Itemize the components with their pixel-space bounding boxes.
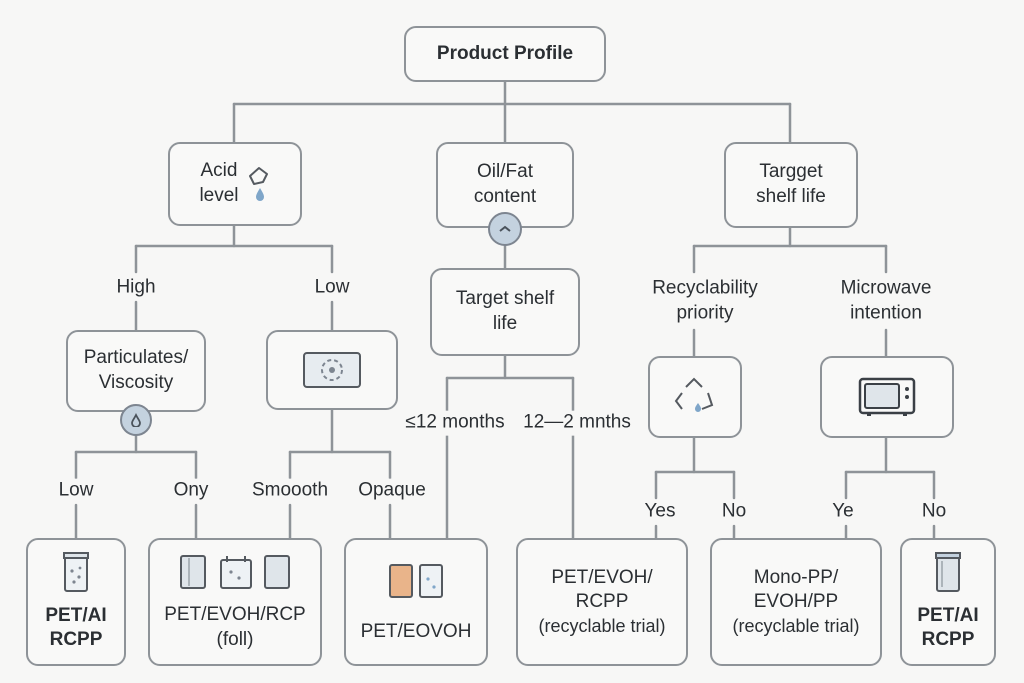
node-microwave-icon-box	[820, 356, 954, 438]
leaf-mono-pp-evoh-pp: Mono-PP/ EVOH/PP (recyclable trial)	[710, 538, 882, 666]
node-label-line1: Oil/Fat	[477, 161, 533, 183]
leaf-pet-eovoh: PET/EOVOH	[344, 538, 488, 666]
pouch-icon	[389, 564, 443, 599]
leaf-line1: PET/EVOH/RCP	[164, 604, 306, 626]
edge-label-no2: No	[921, 499, 947, 525]
leaf-line2: RCPP	[575, 591, 629, 613]
recycle-icon	[674, 377, 714, 412]
jar-icon	[63, 551, 89, 592]
edge-label-smooth: Smoooth	[251, 478, 329, 504]
label-line1: Recyclability	[652, 277, 758, 299]
label-line1: Microwave	[840, 277, 932, 299]
label-line2: priority	[676, 302, 734, 323]
edge-label-microwave: Microwave intention	[840, 276, 932, 326]
node-label-line1: Target shelf	[455, 288, 555, 310]
lemon-drop-icon	[248, 167, 268, 201]
node-label-line2: life	[492, 313, 518, 334]
edge-label-le12: ≤12 months	[405, 410, 505, 436]
node-label-line2: shelf life	[756, 186, 826, 207]
leaf-pet-al-rcpp-1: PET/AI RCPP	[26, 538, 126, 666]
node-target-shelf-life: Targget shelf life	[724, 142, 858, 228]
edge-label-no: No	[721, 499, 747, 525]
node-label-line1: Acid	[200, 160, 238, 182]
label-line2: intention	[850, 302, 922, 323]
node-label-line1: Targget	[759, 161, 823, 183]
node-acid-level: Acid level	[168, 142, 302, 226]
edge-label-ony: Ony	[173, 478, 209, 504]
edge-label-high: High	[116, 275, 156, 301]
leaf-pet-evoh-rcp-foil: PET/EVOH/RCP (foll)	[148, 538, 322, 666]
film-window-icon	[303, 352, 361, 388]
leaf-line3: (recyclable trial)	[538, 615, 666, 636]
node-product-profile: Product Profile	[404, 26, 606, 82]
node-target-shelf-life-oil: Target shelf life	[430, 268, 580, 356]
edge-label-ye: Ye	[832, 499, 854, 525]
node-label: Product Profile	[436, 42, 574, 64]
edge-label-recyclability: Recyclability priority	[652, 276, 758, 326]
leaf-line1: PET/AI	[45, 604, 107, 626]
leaf-line2: RCPP	[921, 629, 975, 651]
node-label-line2: level	[199, 185, 239, 206]
leaf-line1: PET/EOVOH	[360, 621, 472, 643]
cup-icon	[935, 551, 961, 592]
leaf-pet-evoh-rcpp-trial: PET/EVOH/ RCPP (recyclable trial)	[516, 538, 688, 666]
leaf-line2: (foll)	[216, 628, 254, 650]
node-label-line1: Particulates/	[83, 347, 189, 369]
edge-label-low: Low	[314, 275, 350, 301]
edge-label-yes: Yes	[644, 499, 676, 525]
viscosity-drop-icon	[120, 404, 152, 436]
containers-icon	[180, 554, 290, 589]
microwave-icon	[858, 377, 916, 416]
leaf-line1: Mono-PP/	[753, 566, 839, 588]
leaf-line3: (recyclable trial)	[732, 615, 860, 636]
node-low-acid-icon-box	[266, 330, 398, 410]
leaf-line2: RCPP	[49, 629, 103, 651]
edge-label-opaque: Opaque	[358, 478, 426, 504]
leaf-line1: PET/EVOH/	[551, 566, 653, 588]
leaf-pet-al-rcpp-2: PET/AI RCPP	[900, 538, 996, 666]
node-recycle-icon-box	[648, 356, 742, 438]
node-label-line2: Viscosity	[98, 372, 174, 393]
leaf-line1: PET/AI	[917, 604, 979, 626]
node-label-line2: content	[473, 186, 537, 207]
leaf-line2: EVOH/PP	[753, 591, 839, 613]
node-particulates-viscosity: Particulates/ Viscosity	[66, 330, 206, 412]
oil-drop-icon	[488, 212, 522, 246]
edge-label-12-2: 12—2 mnths	[523, 410, 631, 436]
edge-label-low2: Low	[58, 478, 94, 504]
